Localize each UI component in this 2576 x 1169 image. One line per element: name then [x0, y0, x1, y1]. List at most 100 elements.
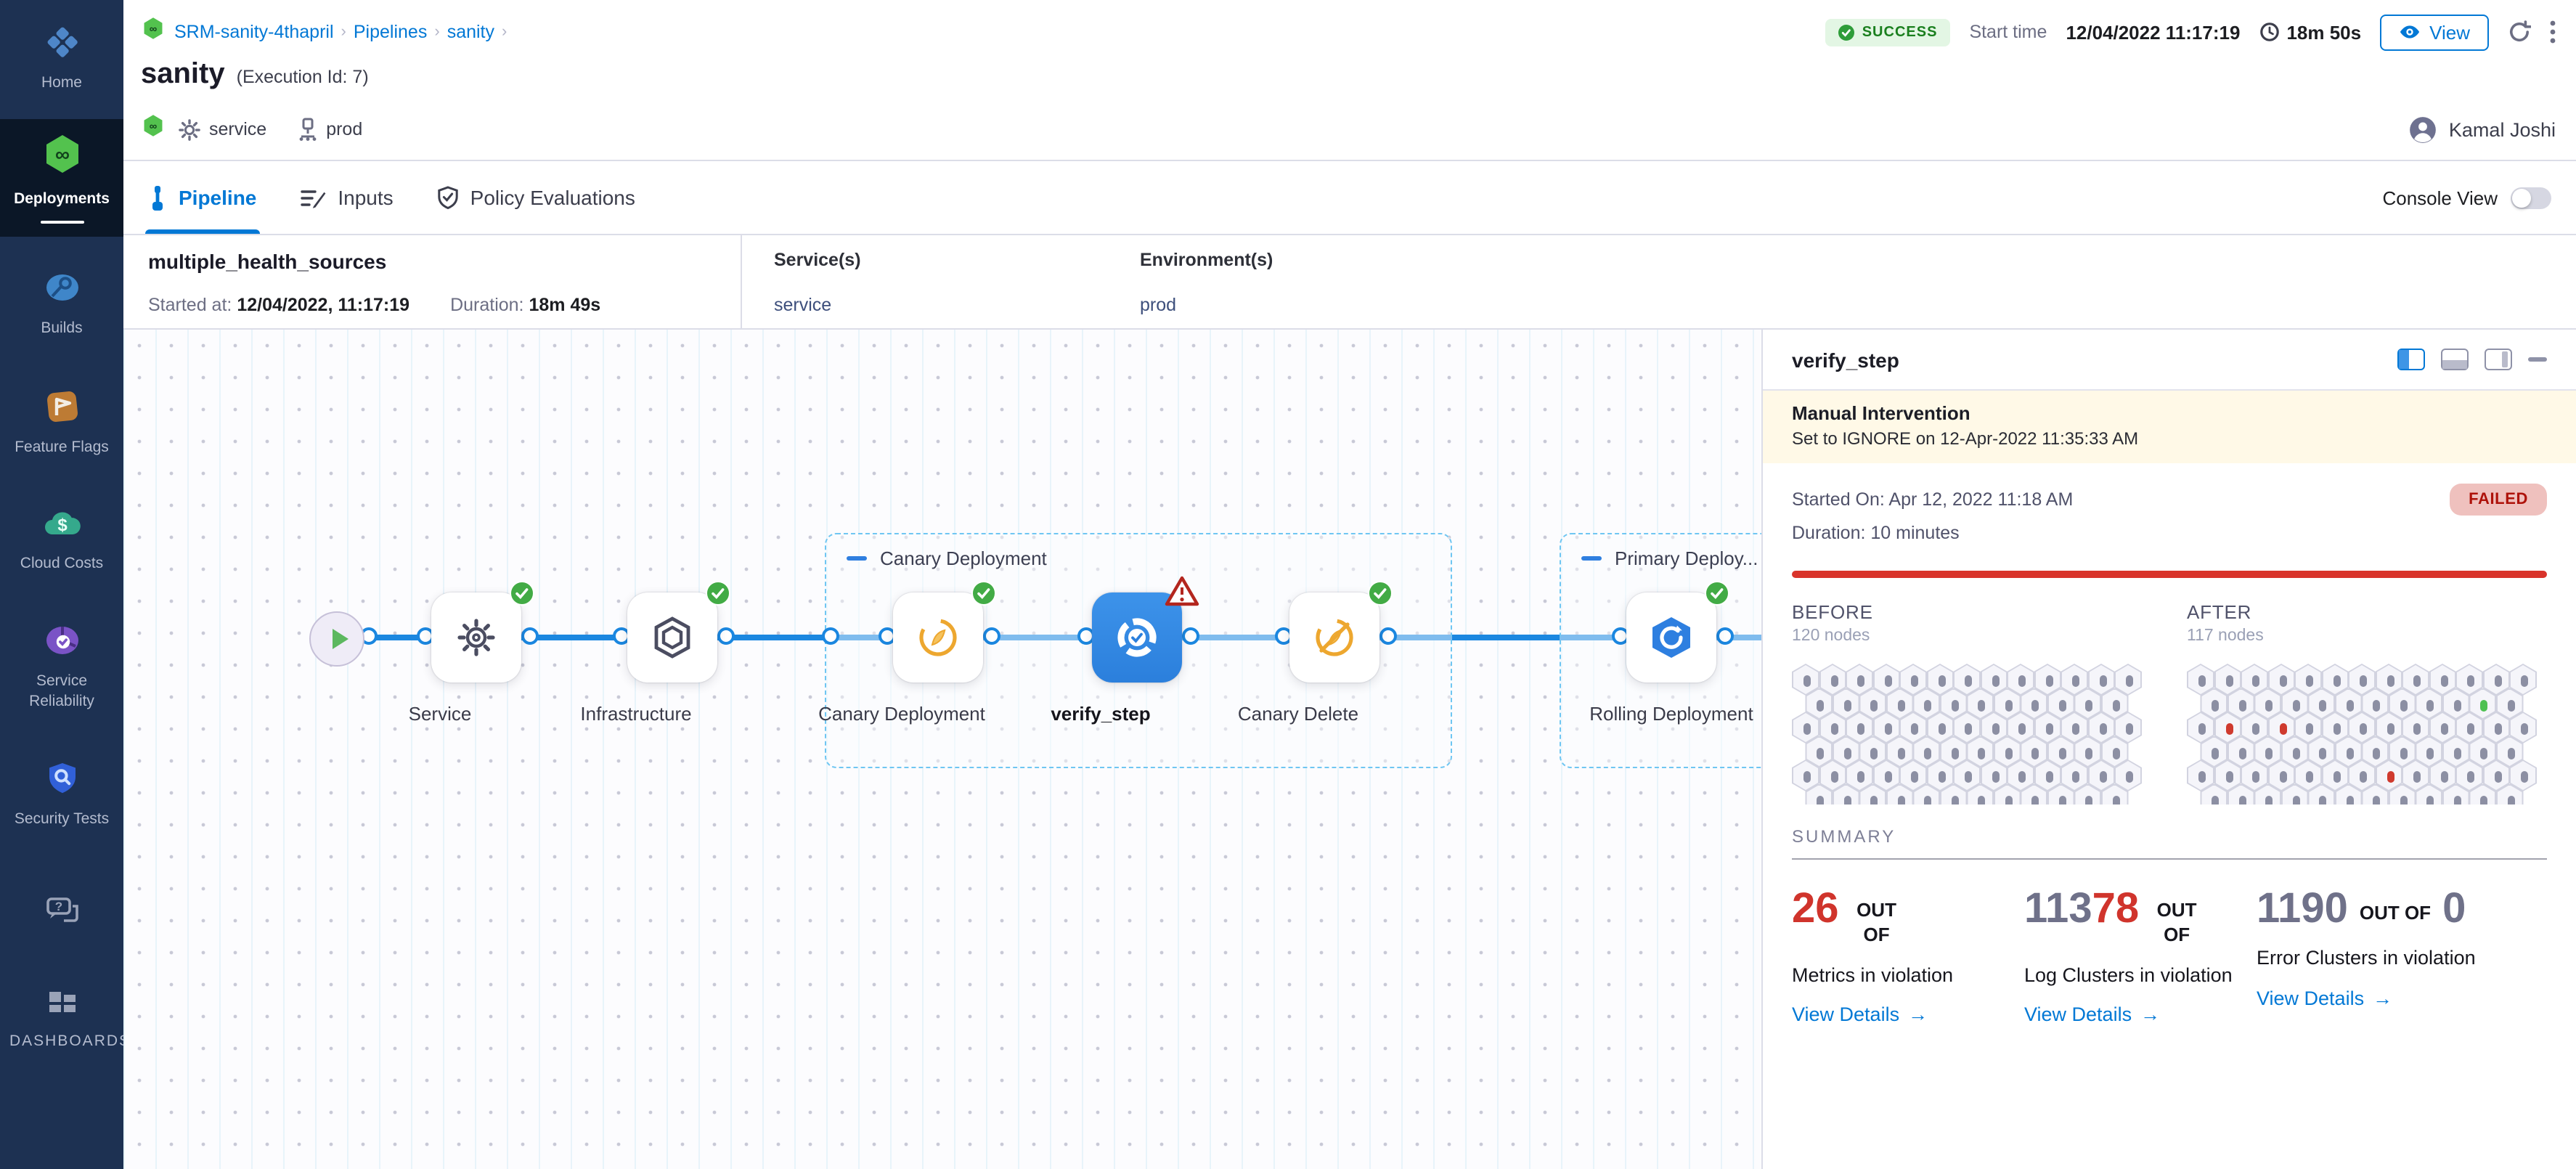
sidebar-item-label: Deployments [14, 190, 110, 209]
sidebar-item-label: Cloud Costs [20, 554, 103, 574]
breadcrumb-separator: › [502, 23, 507, 41]
step-node-verify-step[interactable] [1092, 592, 1182, 683]
sidebar-item-home[interactable]: Home [0, 12, 123, 107]
step-group-label: Primary Deploy... [1615, 547, 1758, 569]
sidebar-item-feature-flags[interactable]: Feature Flags [0, 376, 123, 471]
sidebar-item-security-tests[interactable]: Security Tests [0, 749, 123, 844]
step-node-canary-deployment[interactable] [893, 592, 983, 683]
sidebar-item-dashboards[interactable]: DASHBOARDS [0, 976, 123, 1065]
status-badge-label: SUCCESS [1862, 24, 1938, 40]
manual-intervention-banner: Manual Intervention Set to IGNORE on 12-… [1763, 391, 2576, 463]
tab-policy-evaluations[interactable]: Policy Evaluations [437, 161, 635, 234]
environment-link[interactable]: prod [1140, 295, 1506, 315]
service-tag[interactable]: service [179, 118, 266, 140]
sidebar-item-service-reliability[interactable]: Service Reliability [0, 610, 123, 725]
pipeline-canvas[interactable]: Canary Deployment Primary Deploy... [123, 330, 1761, 1169]
after-node-count: 117 nodes [2187, 627, 2547, 645]
step-node-canary-delete[interactable] [1289, 592, 1379, 683]
pipeline-start-node [309, 611, 364, 667]
sidebar-item-deployments[interactable]: ∞ Deployments [0, 118, 123, 237]
stage-times: Started at: 12/04/2022, 11:17:19 Duratio… [148, 295, 741, 315]
more-options-button[interactable] [2550, 20, 2556, 44]
console-view-control: Console View [2382, 187, 2551, 208]
breadcrumb-pipelines-link[interactable]: Pipelines [354, 22, 427, 42]
step-node-rolling-deployment[interactable] [1626, 592, 1716, 683]
summary-divider [1792, 858, 2547, 860]
banner-title: Manual Intervention [1792, 402, 2547, 424]
security-tests-icon [44, 762, 79, 804]
gear-icon [179, 118, 200, 140]
tab-inputs[interactable]: Inputs [300, 161, 393, 234]
started-at-label: Started at: [148, 295, 232, 315]
service-link[interactable]: service [774, 295, 1140, 315]
services-header: Service(s) [774, 250, 1140, 270]
tab-label: Policy Evaluations [470, 186, 635, 209]
layout-split-view-button[interactable] [2397, 349, 2425, 370]
sidebar-item-builds[interactable]: Builds [0, 258, 123, 353]
tags-row: ∞ service prod Kamal Joshi [123, 105, 2576, 161]
refresh-button[interactable] [2508, 20, 2531, 44]
log-clusters-violation-stat: 11378 OUT OF Log Clusters in violation V… [2024, 889, 2257, 1026]
tab-label: Inputs [338, 186, 393, 209]
step-success-badge [971, 581, 996, 613]
svg-text:$: $ [57, 515, 67, 534]
view-button[interactable]: View [2380, 14, 2489, 50]
service-tag-label: service [209, 119, 266, 139]
play-icon [332, 629, 348, 649]
breadcrumb-pipeline-link[interactable]: sanity [447, 22, 494, 42]
view-details-link[interactable]: View Details→ [2024, 1004, 2242, 1026]
step-node-infrastructure[interactable] [627, 592, 717, 683]
elapsed-time: 18m 50s [2259, 21, 2361, 43]
breadcrumb-project-link[interactable]: SRM-sanity-4thapril [174, 22, 334, 42]
refresh-icon [2508, 20, 2531, 44]
pipeline-connector-dot [1379, 627, 1397, 645]
out-of-label: OUT OF [1851, 899, 1903, 948]
before-node-grid [1792, 664, 2152, 805]
view-details-link[interactable]: View Details→ [1792, 1004, 2010, 1026]
svg-text:∞: ∞ [150, 24, 158, 36]
kebab-menu-icon [2550, 20, 2556, 44]
sidebar-item-label: Security Tests [15, 811, 109, 831]
builds-icon [43, 271, 81, 313]
error-clusters-violation-stat: 1190 OUT OF 0 Error Clusters in violatio… [2257, 889, 2547, 1026]
collapse-group-icon[interactable] [1581, 556, 1602, 561]
layout-right-view-button[interactable] [2485, 349, 2512, 370]
view-details-link[interactable]: View Details→ [2257, 987, 2532, 1009]
view-button-label: View [2429, 21, 2470, 43]
before-after-section: BEFORE 120 nodes AFTER 117 nodes [1792, 601, 2547, 805]
help-chat-button[interactable]: ? [0, 881, 123, 947]
layout-bottom-view-button[interactable] [2441, 349, 2469, 370]
tab-pipeline[interactable]: Pipeline [148, 161, 256, 234]
nav-sidebar: Home ∞ Deployments Builds Feature Flags … [0, 0, 123, 1169]
step-group-label: Canary Deployment [880, 547, 1047, 569]
service-gear-icon [455, 616, 498, 659]
banner-text: Set to IGNORE on 12-Apr-2022 11:35:33 AM [1792, 428, 2547, 449]
step-meta: Started On: Apr 12, 2022 11:18 AM Durati… [1792, 484, 2547, 549]
stat-number: 1190 [2257, 889, 2348, 931]
minimize-panel-button[interactable] [2528, 357, 2547, 362]
infrastructure-icon [652, 616, 693, 659]
panel-body: Started On: Apr 12, 2022 11:18 AM Durati… [1763, 463, 2576, 1169]
environment-tag[interactable]: prod [297, 118, 362, 141]
pipeline-connector-dot [1716, 627, 1734, 645]
panel-layout-controls [2397, 349, 2547, 370]
step-node-service[interactable] [431, 592, 521, 683]
after-node-grid [2187, 664, 2547, 805]
page-title: sanity [141, 58, 225, 91]
console-view-toggle[interactable] [2511, 187, 2551, 208]
step-label: Canary Deployment [793, 701, 1011, 728]
collapse-group-icon[interactable] [847, 556, 867, 561]
sidebar-item-cloud-costs[interactable]: $ Cloud Costs [0, 494, 123, 587]
stat-description: Log Clusters in violation [2024, 961, 2242, 990]
step-success-badge [1368, 581, 1393, 613]
verify-icon [1112, 613, 1162, 662]
after-column: AFTER 117 nodes [2187, 601, 2547, 805]
pipeline-icon [148, 185, 167, 210]
toggle-knob [2512, 188, 2531, 207]
pipeline-workarea: Canary Deployment Primary Deploy... [123, 330, 2576, 1169]
vertical-divider [741, 235, 742, 328]
before-label: BEFORE [1792, 601, 2152, 623]
after-label: AFTER [2187, 601, 2547, 623]
tab-label: Pipeline [179, 186, 256, 209]
pipeline-connector-dot [521, 627, 539, 645]
